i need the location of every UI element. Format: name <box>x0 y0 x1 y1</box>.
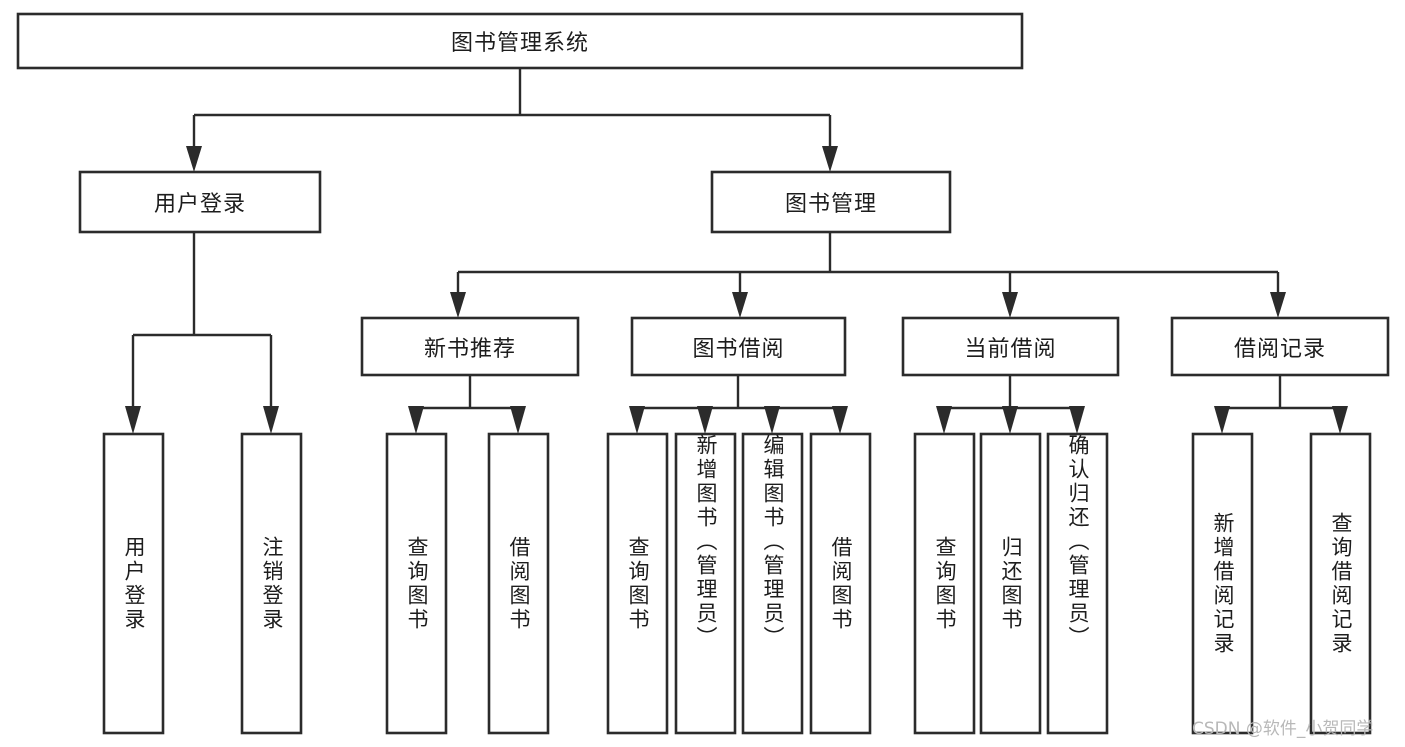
leaf-book-borrow-2[interactable] <box>674 432 737 735</box>
leaf-new-book-2[interactable] <box>487 432 550 735</box>
arrow-to-userlogin <box>186 146 202 172</box>
arrow-current-c3 <box>1069 406 1085 434</box>
leaf-borrow-record-1[interactable] <box>1191 432 1254 735</box>
leaf-current-borrow-2[interactable] <box>979 432 1042 735</box>
arrow-record-c1 <box>1214 406 1230 434</box>
arrow-bookmgmt-c2 <box>732 292 748 318</box>
node-user-login[interactable] <box>78 170 322 234</box>
arrow-bookmgmt-c3 <box>1002 292 1018 318</box>
leaf-current-borrow-3[interactable] <box>1046 432 1109 735</box>
arrow-bookmgmt-c4 <box>1270 292 1286 318</box>
arrow-current-c2 <box>1002 406 1018 434</box>
node-book-management[interactable] <box>710 170 952 234</box>
arrow-newbook-c1 <box>408 406 424 434</box>
arrow-bookmgmt-c1 <box>450 292 466 318</box>
arrow-current-c1 <box>936 406 952 434</box>
leaf-borrow-record-2[interactable] <box>1309 432 1372 735</box>
arrow-borrow-c3 <box>764 406 780 434</box>
arrow-newbook-c2 <box>510 406 526 434</box>
leaf-current-borrow-1[interactable] <box>913 432 976 735</box>
arrow-userlogin-c2 <box>263 406 279 434</box>
connectors <box>125 68 1348 434</box>
node-new-book-recommend[interactable] <box>360 316 580 377</box>
nodes <box>16 12 1390 735</box>
arrow-borrow-c2 <box>697 406 713 434</box>
arrow-userlogin-c1 <box>125 406 141 434</box>
node-current-borrow[interactable] <box>901 316 1120 377</box>
node-book-borrow[interactable] <box>630 316 847 377</box>
leaf-user-login-2[interactable] <box>240 432 303 735</box>
node-root[interactable] <box>16 12 1024 70</box>
leaf-book-borrow-4[interactable] <box>809 432 872 735</box>
arrow-record-c2 <box>1332 406 1348 434</box>
leaf-new-book-1[interactable] <box>385 432 448 735</box>
leaf-user-login-1[interactable] <box>102 432 165 735</box>
arrow-borrow-c4 <box>832 406 848 434</box>
arrow-borrow-c1 <box>629 406 645 434</box>
leaf-book-borrow-1[interactable] <box>606 432 669 735</box>
arrow-to-bookmgmt <box>822 146 838 172</box>
node-borrow-record[interactable] <box>1170 316 1390 377</box>
leaf-book-borrow-3[interactable] <box>741 432 804 735</box>
